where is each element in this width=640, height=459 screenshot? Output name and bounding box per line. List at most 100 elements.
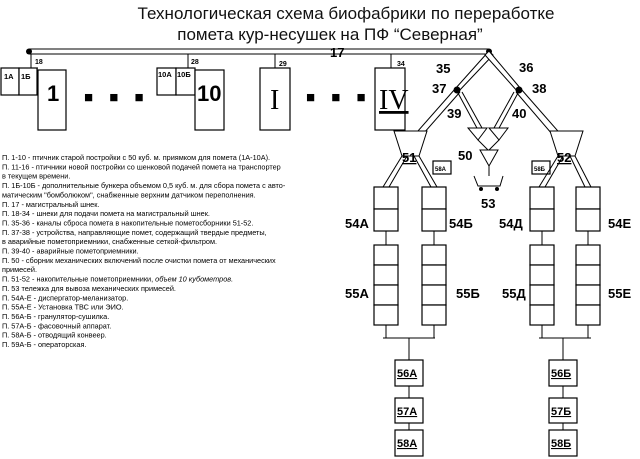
setup-unit: [421, 264, 447, 286]
legend-line: в текущем времени.: [2, 172, 70, 181]
device-37-label: 37: [432, 81, 446, 96]
house-10-label: 10: [197, 81, 221, 106]
disperser-unit: [373, 186, 399, 210]
setup-unit: [373, 244, 399, 266]
collector-50: [479, 149, 499, 168]
disperser-unit: [421, 208, 447, 232]
cart-53: [473, 175, 504, 191]
chute-36-label: 36: [519, 60, 533, 75]
hopper-51-label: 51: [402, 150, 416, 165]
house-ellipsis-1: ■ ■ ■: [84, 89, 150, 106]
legend-line: П. 50 - сборник механических включений п…: [2, 256, 276, 265]
title-line-1: Технологическая схема биофабрики по пере…: [138, 4, 555, 23]
legend-line: П. 59А-Б - операторская.: [2, 340, 86, 349]
device-38-label: 38: [532, 81, 546, 96]
legend-line: П. 58А-Б - отводящий конвеер.: [2, 331, 107, 340]
bin-1b: [18, 67, 38, 96]
setup-unit: [529, 284, 555, 306]
legend: П. 1-10 - птичник старой постройки с 50 …: [2, 153, 286, 349]
disperser-54a-label: 54А: [345, 216, 369, 231]
output-chain: [383, 337, 591, 430]
setup-55a-label: 55А: [345, 286, 369, 301]
processing-columns: [373, 186, 601, 338]
conveyor-58a-label: 58А: [397, 438, 417, 450]
legend-line: П. 35-36 - каналы сброса помета в накопи…: [2, 218, 253, 227]
packer-57b-label: 57Б: [551, 406, 571, 418]
collector-50-label: 50: [458, 148, 472, 163]
disperser-unit: [575, 186, 601, 210]
packer-57b: [548, 397, 578, 424]
conveyor-58b: [548, 429, 578, 457]
auger-18-label: 18: [35, 59, 43, 66]
house-ellipsis-2: ■ ■ ■: [306, 89, 372, 106]
packer-57a: [394, 397, 424, 424]
cart-53-label: 53: [481, 196, 495, 211]
auger-34-label: 34: [397, 61, 405, 68]
setup-unit: [421, 284, 447, 306]
setup-unit: [373, 264, 399, 286]
disperser-unit: [421, 186, 447, 210]
house-1-label: 1: [47, 81, 59, 106]
conveyor-58a-small-label: 58А: [435, 167, 447, 173]
house-i: [259, 67, 291, 131]
legend-line: П. 17 - магистральный шнек.: [2, 200, 99, 209]
setup-unit: [529, 304, 555, 326]
legend-line: П. 1Б-10Б - дополнительные бункера объем…: [2, 181, 286, 190]
legend-line: П. 56А-Б - гранулятор-сушилка.: [2, 312, 109, 321]
conveyor-58a-small: [432, 160, 452, 175]
disperser-54b-label: 54Б: [449, 216, 473, 231]
legend-line: П. 51-52 - накопительные пометоприемники…: [2, 275, 233, 284]
legend-line: примесей.: [2, 265, 37, 274]
legend-line: П. 11-16 - птичники новой постройки со ш…: [2, 162, 281, 171]
title-line-2: помета кур-несушек на ПФ “Северная”: [177, 25, 483, 44]
legend-line: П. 54А-Е - диспергатор-меланизатор.: [2, 293, 128, 302]
conveyor-58a: [394, 429, 424, 457]
house-10: [194, 69, 225, 131]
house-1: [37, 69, 67, 131]
packer-57a-label: 57А: [397, 406, 417, 418]
conveyor-58b-small: [531, 160, 551, 175]
house-iv-label: IV: [379, 85, 409, 116]
hopper-splitters: [382, 155, 592, 188]
bin-1a-label: 1А: [4, 72, 14, 81]
auger-29-label: 29: [279, 61, 287, 68]
legend-line: П. 37-38 - устройства, направляющие поме…: [2, 228, 267, 237]
setup-unit: [575, 264, 601, 286]
legend-italic-note: объем 10 кубометров.: [153, 275, 233, 284]
legend-line: П. 57А-Б - фасовочный аппарат.: [2, 321, 111, 330]
setup-55b-label: 55Б: [456, 286, 480, 301]
setup-unit: [529, 244, 555, 266]
receiver-39-label: 39: [447, 106, 461, 121]
setup-unit: [373, 304, 399, 326]
legend-line: П. 53 тележка для вывоза механических пр…: [2, 284, 176, 293]
bin-1b-label: 1Б: [21, 72, 31, 81]
chute-35-label: 35: [436, 61, 450, 76]
house-iv: [374, 67, 406, 131]
legend-line: П. 55А-Е - Установка ТВС или ЭИО.: [2, 303, 124, 312]
granulator-56b-label: 56Б: [551, 368, 571, 380]
hopper-52-label: 52: [557, 150, 571, 165]
bin-10a-label: 10А: [158, 70, 172, 79]
granulator-56a-label: 56А: [397, 368, 417, 380]
granulator-56a: [394, 359, 424, 387]
setup-unit: [529, 264, 555, 286]
disperser-unit: [373, 208, 399, 232]
disperser-unit: [575, 208, 601, 232]
disperser-54d-label: 54Д: [499, 216, 523, 231]
legend-line: П. 18-34 - шнеки для подачи помета на ма…: [2, 209, 210, 218]
main-conveyor: [26, 48, 492, 55]
setup-55e-label: 55Е: [608, 286, 631, 301]
setup-55d-label: 55Д: [502, 286, 526, 301]
setup-unit: [575, 304, 601, 326]
house-i-label: I: [270, 85, 279, 116]
legend-line: П. 39-40 - аварийные пометоприемники.: [2, 247, 139, 256]
legend-line: в аварийные пометоприемники, снабженные …: [2, 237, 217, 246]
receiver-40-label: 40: [512, 106, 526, 121]
granulator-56b: [548, 359, 578, 387]
disperser-unit: [529, 208, 555, 232]
disperser-unit: [529, 186, 555, 210]
setup-unit: [373, 284, 399, 306]
discharge-chutes: [409, 50, 565, 151]
setup-unit: [575, 244, 601, 266]
